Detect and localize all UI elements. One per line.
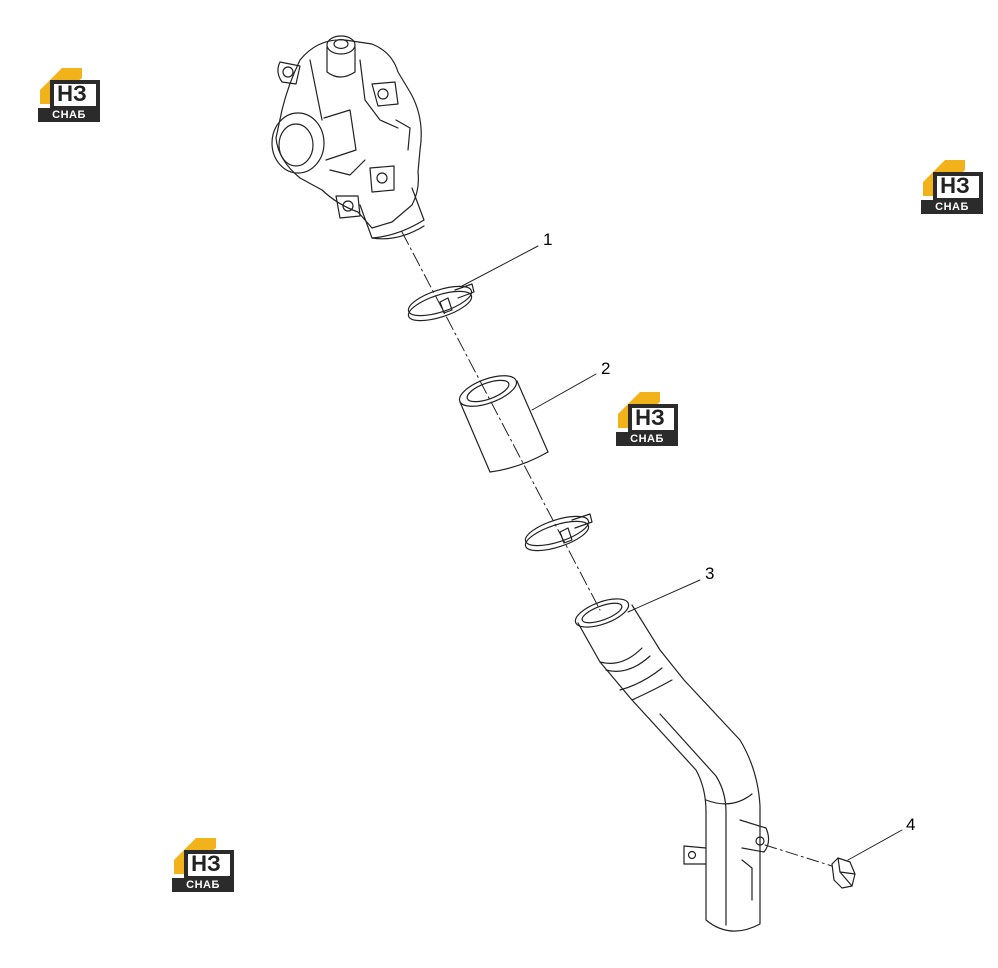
hose-clamp-lower xyxy=(524,513,593,552)
house-logo-icon xyxy=(616,392,678,446)
logo-caption: СНАБ xyxy=(186,879,220,891)
assembly-axis-line xyxy=(401,231,601,611)
bolt-axis-line xyxy=(764,844,833,867)
callout-4: 4 xyxy=(906,815,915,834)
logo-mark-text: НЗ xyxy=(57,81,87,106)
hose-clamp-upper xyxy=(407,283,475,322)
logo-mark-text: НЗ xyxy=(191,851,221,876)
drain-bolt xyxy=(831,857,856,889)
logo-caption: СНАБ xyxy=(630,433,664,445)
callout-1: 1 xyxy=(543,230,552,249)
callout-2: 2 xyxy=(601,359,610,378)
watermark-logo: НЗ СНАБ xyxy=(172,834,234,894)
leader-line-2 xyxy=(531,373,597,411)
leader-line-4 xyxy=(847,829,903,861)
house-logo-icon xyxy=(921,160,983,214)
logo-caption: СНАБ xyxy=(52,109,86,121)
coolant-pipe xyxy=(574,598,770,932)
watermark-logo: НЗ СНАБ xyxy=(921,156,983,216)
logo-caption: СНАБ xyxy=(935,201,969,213)
house-logo-icon xyxy=(172,838,234,892)
watermark-logo: НЗ СНАБ xyxy=(616,388,678,448)
leader-line-3 xyxy=(627,579,701,613)
water-pump-housing xyxy=(271,35,425,240)
logo-mark-text: НЗ xyxy=(940,173,970,198)
callout-3: 3 xyxy=(705,564,714,583)
rubber-hose-sleeve xyxy=(458,375,549,473)
house-logo-icon xyxy=(38,68,100,122)
watermark-logo: НЗ СНАБ xyxy=(38,64,100,124)
logo-mark-text: НЗ xyxy=(635,405,665,430)
leader-line-1 xyxy=(461,245,539,287)
